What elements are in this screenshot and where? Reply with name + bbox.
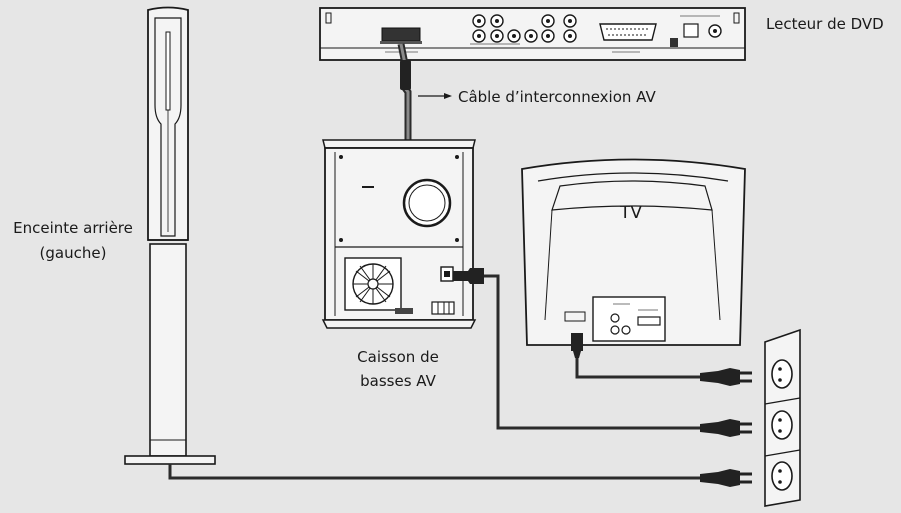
subwoofer-label-line2: basses AV xyxy=(360,372,436,390)
av-cable-label: Câble d’interconnexion AV xyxy=(458,88,656,106)
rear-speaker-cable xyxy=(168,464,700,480)
rear-speaker-label-line2: (gauche) xyxy=(39,244,107,262)
rear-speaker-left xyxy=(124,6,216,465)
subwoofer xyxy=(321,139,477,329)
subwoofer-label-line1: Caisson de xyxy=(357,348,439,366)
power-plug-1 xyxy=(700,368,752,386)
dvd-player-label: Lecteur de DVD xyxy=(766,15,884,33)
power-plug-3 xyxy=(700,469,752,487)
cable-label-arrow xyxy=(418,93,452,99)
rear-speaker-label-line1: Enceinte arrière xyxy=(13,219,133,237)
subwoofer-power-cable xyxy=(453,268,700,430)
tv-label: TV xyxy=(620,203,643,223)
tv-power-cable xyxy=(571,333,700,379)
power-plug-2 xyxy=(700,419,752,437)
dvd-player xyxy=(319,7,746,61)
wall-outlet xyxy=(764,328,801,507)
tv xyxy=(521,158,746,346)
